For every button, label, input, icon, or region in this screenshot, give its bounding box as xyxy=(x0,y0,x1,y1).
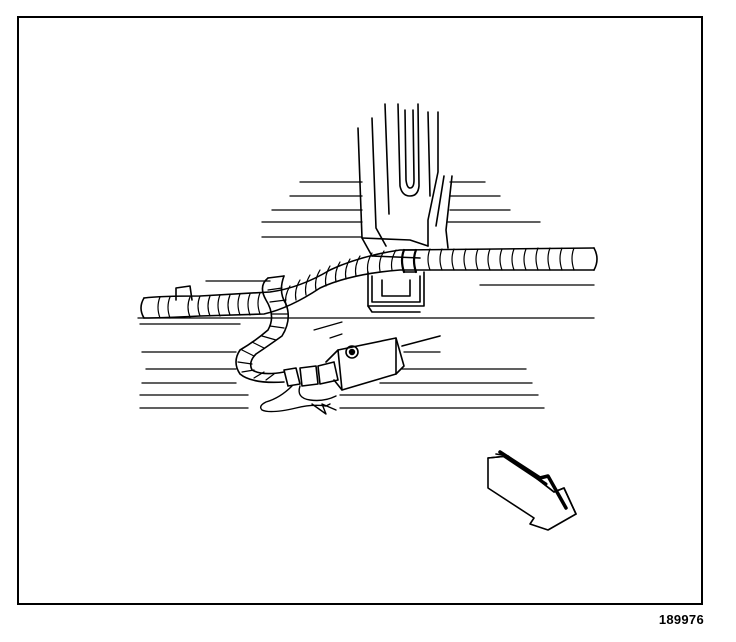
mounting-bracket xyxy=(367,271,425,313)
branch-harness xyxy=(235,275,290,384)
vertical-pillar xyxy=(357,103,453,259)
pigtail-wire xyxy=(259,385,337,415)
main-harness xyxy=(140,247,598,319)
diagram-frame xyxy=(17,16,703,605)
connector-module xyxy=(283,321,441,391)
forward-arrow-icon xyxy=(487,450,577,531)
figure-id-label: 189976 xyxy=(658,612,704,627)
background-lines xyxy=(137,181,595,409)
